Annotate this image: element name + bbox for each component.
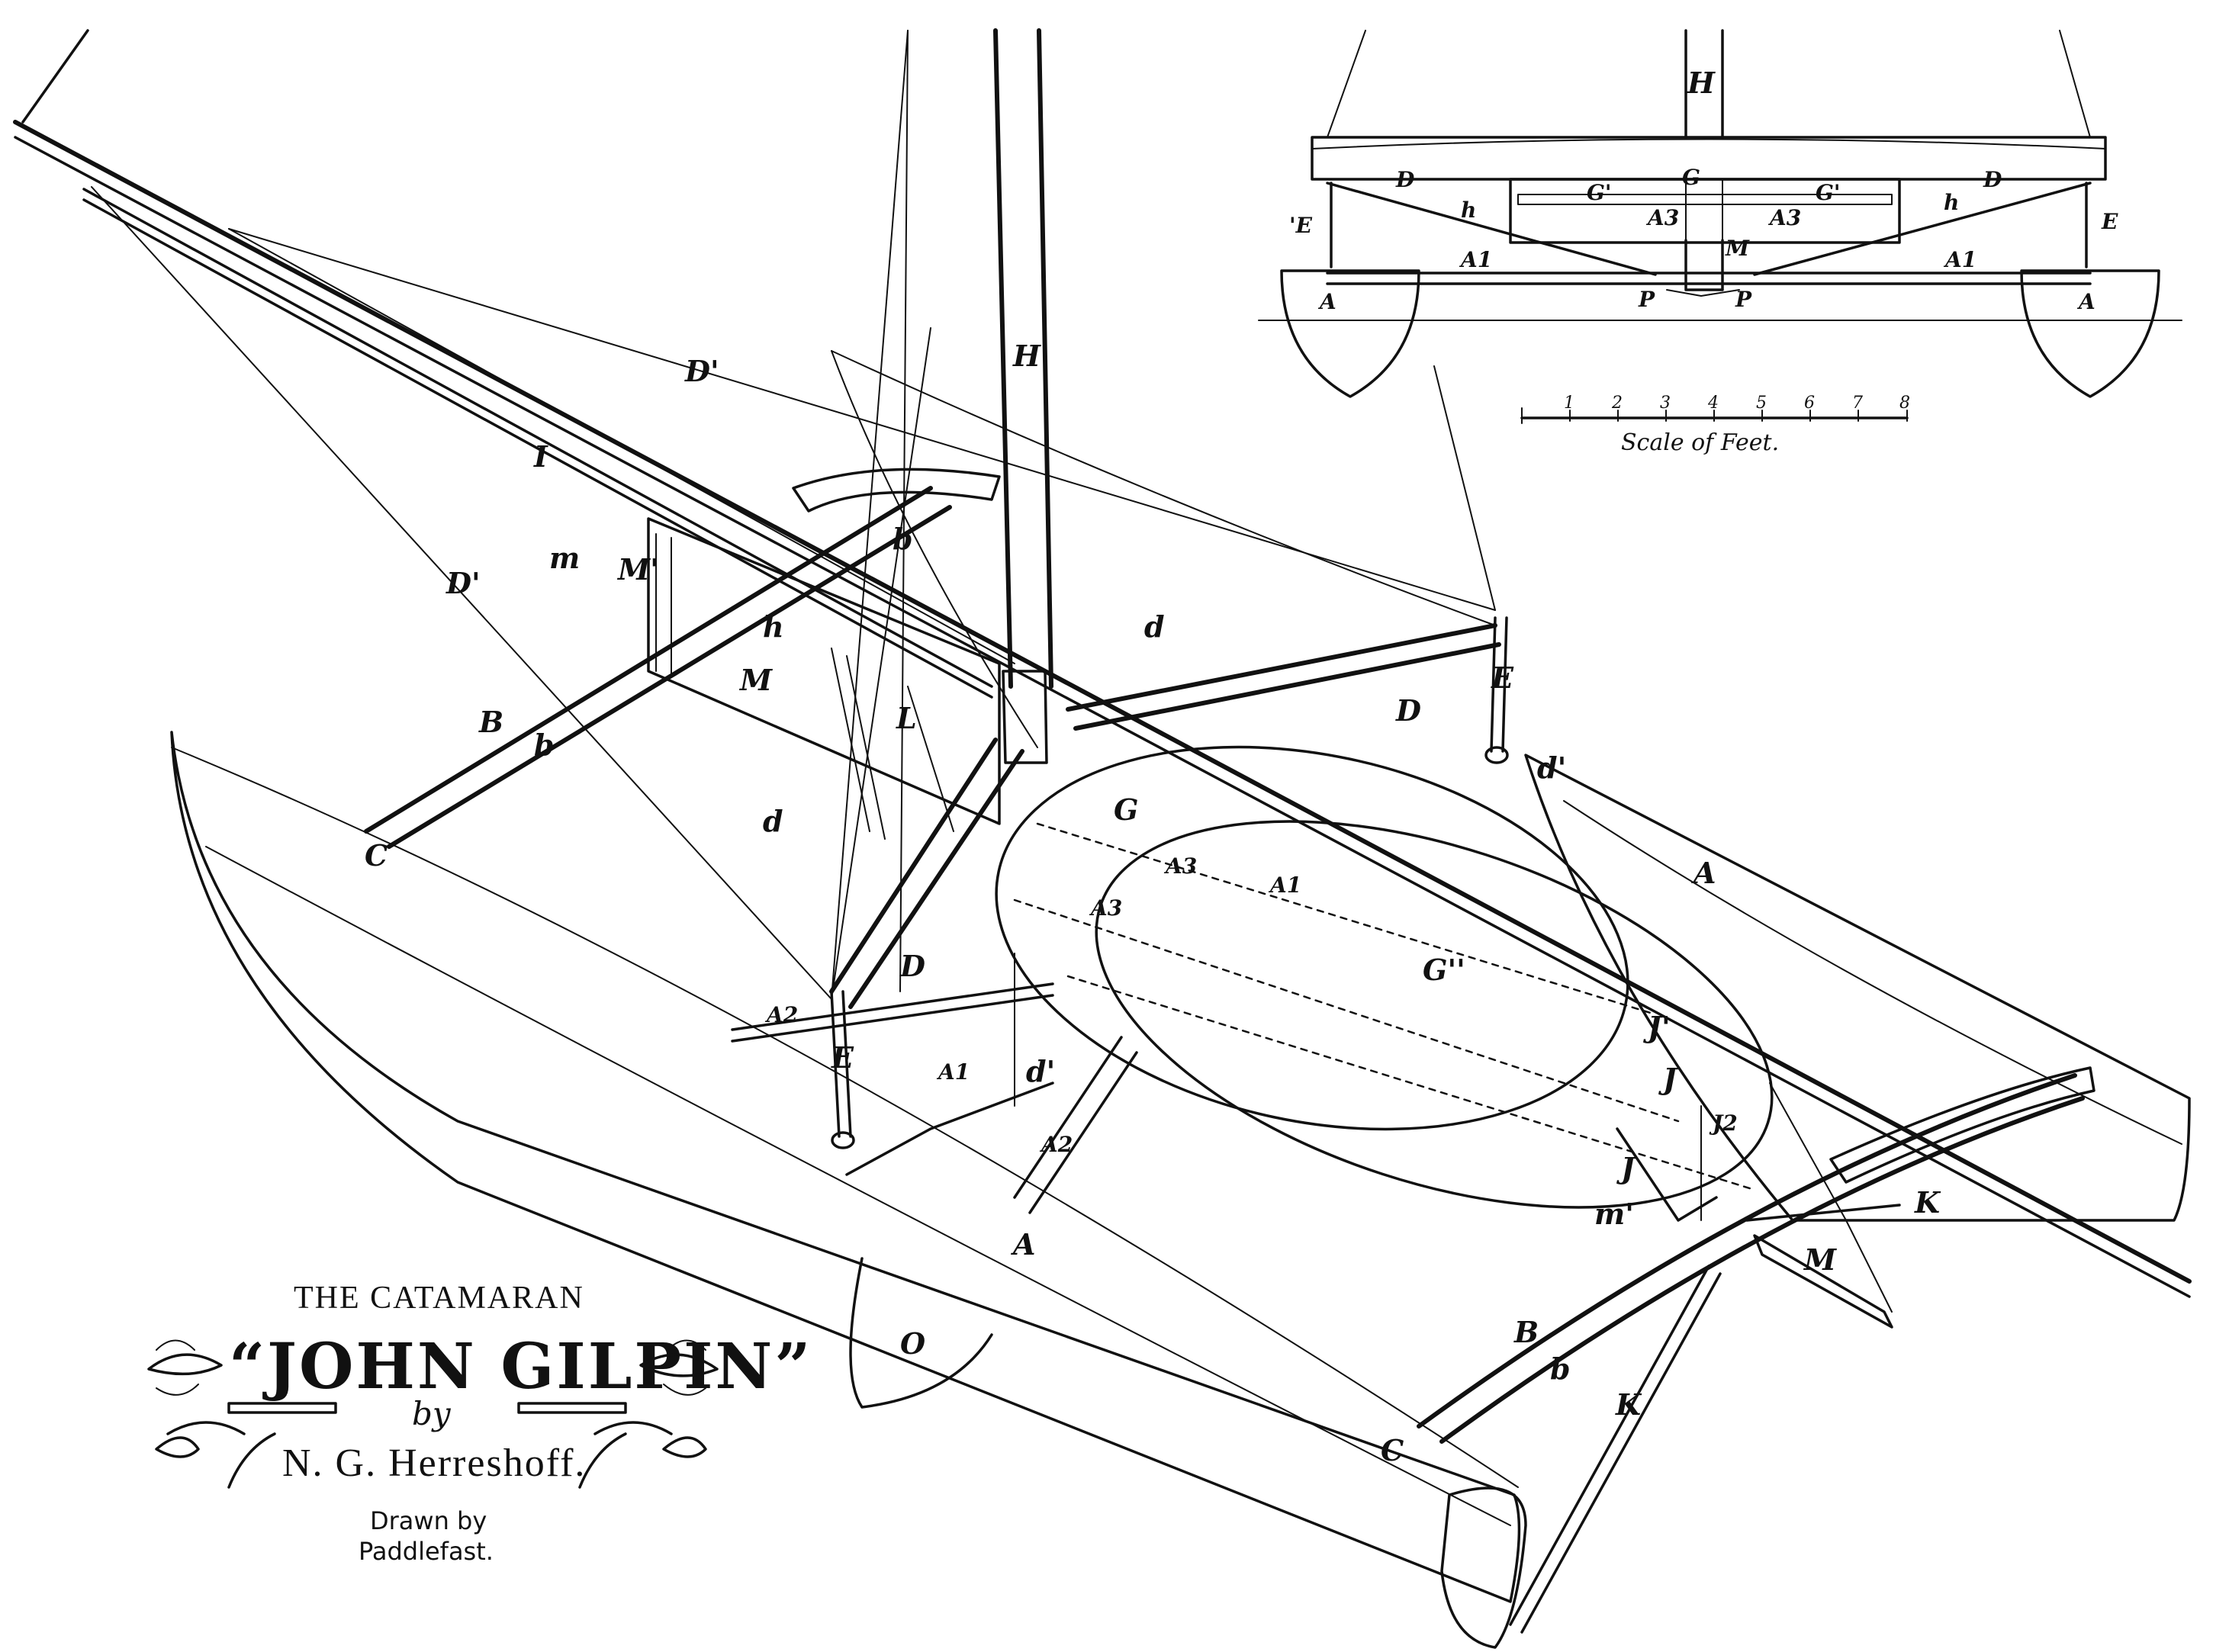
label-h-inset-left: h xyxy=(1461,198,1476,223)
label-A2-a: A2 xyxy=(764,1002,798,1027)
label-A1-b: A1 xyxy=(936,1059,970,1085)
scale-tick-1: 1 xyxy=(1564,394,1574,413)
label-dp-low: d' xyxy=(1026,1054,1055,1088)
label-A-inset-left: A xyxy=(1317,289,1336,314)
label-J-low: J xyxy=(1616,1151,1637,1185)
label-b-right: b xyxy=(1550,1351,1571,1386)
label-A2-b: A2 xyxy=(1039,1132,1073,1157)
scale-tick-3: 3 xyxy=(1660,394,1671,413)
label-K-low: K xyxy=(1615,1387,1642,1422)
label-E-right: E xyxy=(1491,660,1514,695)
label-H-mast: H xyxy=(1012,339,1041,373)
label-Gp-inset-left: G' xyxy=(1587,180,1611,205)
label-J: J xyxy=(1658,1062,1679,1096)
label-E-inset-left: 'E xyxy=(1289,213,1313,238)
scale-tick-4: 4 xyxy=(1707,394,1719,413)
label-J2: J2 xyxy=(1709,1110,1738,1136)
label-Gp-inset-right: G' xyxy=(1816,180,1840,205)
label-mp: m' xyxy=(1594,1197,1634,1231)
label-C-left: C xyxy=(365,838,388,873)
scale-tick-8: 8 xyxy=(1899,394,1910,413)
label-K-right: K xyxy=(1914,1185,1941,1220)
label-G-inset: G xyxy=(1682,165,1700,190)
label-M-right: M xyxy=(1803,1242,1837,1277)
title-line-4: N. G. Herreshoff. xyxy=(282,1441,586,1485)
label-b-top: b xyxy=(893,522,913,556)
label-A1-inset-right: A1 xyxy=(1943,247,1977,272)
label-C-right: C xyxy=(1381,1433,1404,1467)
main-perspective: H xyxy=(13,28,2192,1649)
inset-cross-section: H D D h h G G' G' A3 A3 M 'E E A1 A1 P P… xyxy=(1258,29,2182,398)
right-flourish-icon xyxy=(578,1339,719,1489)
label-A3-inset-right: A3 xyxy=(1767,205,1801,230)
label-D-inset-left: D xyxy=(1395,167,1415,192)
label-O: O xyxy=(900,1326,925,1361)
label-A3-b: A3 xyxy=(1089,895,1122,921)
scale-of-feet: 1 2 3 4 5 6 7 8 Scale of Feet. xyxy=(1520,394,1910,456)
label-A3-inset-left: A3 xyxy=(1645,205,1679,230)
title-cartouche: THE CATAMARAN “JOHN GILPIN” by N. G. Her… xyxy=(147,1281,813,1566)
credit-line-2: Paddlefast. xyxy=(359,1537,494,1566)
label-D-inset-right: D xyxy=(1983,167,2002,192)
label-D-right: D xyxy=(1395,693,1421,728)
label-P-inset-left: P xyxy=(1638,287,1655,312)
label-Dp-top: D' xyxy=(684,354,719,388)
scale-caption: Scale of Feet. xyxy=(1621,429,1779,456)
scale-tick-5: 5 xyxy=(1756,394,1767,413)
label-b-left: b xyxy=(534,728,555,762)
credit-line-1: Drawn by xyxy=(370,1506,487,1535)
label-A-inset-right: A xyxy=(2076,289,2096,314)
label-dp-right: d' xyxy=(1537,750,1566,785)
scale-tick-6: 6 xyxy=(1804,394,1815,413)
label-E-inset-right: E xyxy=(2101,209,2118,234)
label-Dp-left: D' xyxy=(445,566,481,600)
label-d-top: d xyxy=(1144,609,1165,644)
left-flourish-icon xyxy=(147,1339,276,1489)
label-M-inset: M xyxy=(1725,236,1750,261)
title-line-2: “JOHN GILPIN” xyxy=(229,1330,813,1403)
label-h-main: h xyxy=(763,609,784,644)
scale-tick-2: 2 xyxy=(1611,394,1623,413)
label-A3-main: A3 xyxy=(1163,853,1197,879)
label-A1-inset-left: A1 xyxy=(1459,247,1492,272)
title-line-3: by xyxy=(412,1395,452,1432)
label-D-mid: D xyxy=(899,949,925,983)
label-I: I xyxy=(533,439,548,474)
label-Jp: J' xyxy=(1643,1010,1671,1044)
label-A-right: A xyxy=(1691,856,1716,890)
label-H-inset: H xyxy=(1687,66,1716,100)
title-line-1: THE CATAMARAN xyxy=(294,1281,584,1316)
scale-tick-7: 7 xyxy=(1852,394,1863,413)
label-G-main: G xyxy=(1114,792,1138,827)
label-Gpp: G'' xyxy=(1423,953,1465,987)
label-h-inset-right: h xyxy=(1944,190,1959,215)
label-Mp: M' xyxy=(616,552,659,587)
label-d-left: d xyxy=(763,804,783,838)
label-E-left: E xyxy=(831,1040,854,1075)
label-A-low: A xyxy=(1011,1227,1035,1261)
label-A1-main: A1 xyxy=(1268,873,1301,898)
label-B-left: B xyxy=(478,705,503,739)
label-P-inset-right: P xyxy=(1735,287,1752,312)
label-m: m xyxy=(549,541,580,575)
label-B-right: B xyxy=(1513,1315,1539,1349)
label-L: L xyxy=(896,701,917,735)
label-M-main: M xyxy=(738,663,773,697)
